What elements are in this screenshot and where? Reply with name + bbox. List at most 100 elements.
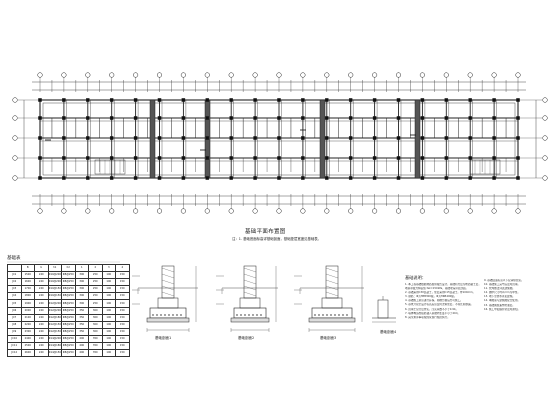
table-cell: 1600 (20, 278, 35, 287)
table-cell: 350 (88, 334, 103, 344)
table-cell: 100 (101, 299, 116, 308)
note-line: 15. 基础圈梁兼作防潮层。 (484, 303, 515, 307)
table-cell: Φ14@180 (47, 342, 62, 351)
note-line: 10. 基础施工完毕后及时回填。 (484, 283, 521, 287)
table-cell: JC7 (7, 313, 22, 322)
table-cell: Φ8@250 (61, 271, 76, 280)
table-cell: 300 (88, 313, 103, 322)
table-cell: 100 (101, 334, 116, 344)
table-cell: 400 (74, 349, 89, 358)
table-cell: 1800 (20, 292, 35, 301)
table-cell: 2500 (20, 342, 35, 351)
table-cell: JC12 (7, 349, 22, 358)
table-cell: JC2 (7, 278, 22, 287)
table-cell: 100 (101, 313, 116, 322)
table-cell: Φ8@250 (61, 306, 76, 315)
table-cell: 240 (34, 349, 49, 358)
table-cell: 300 (74, 292, 89, 301)
table-cell: 150 (115, 320, 130, 329)
table-cell: 150 (115, 285, 130, 294)
table-cell: 300 (74, 278, 89, 287)
table-cell: 400 (74, 334, 89, 344)
table-cell: 240 (34, 271, 49, 280)
table-cell: 350 (74, 313, 89, 322)
note-line: 2. 基础采用C30混凝土，垫层采用C15混凝土，厚100mm。 (405, 291, 476, 295)
table-cell: 240 (34, 285, 49, 294)
foundation-plan (12, 72, 548, 214)
table-cell: 240 (34, 292, 49, 301)
note-line: 12. 图中尺寸均以mm为单位。 (484, 291, 520, 295)
table-cell: Φ12@200 (47, 306, 62, 315)
table-title: 基础表 (7, 256, 21, 261)
table-cell: JC1 (7, 271, 22, 280)
table-cell: JC6 (7, 306, 22, 315)
section-label-2: 基础剖面2 (238, 336, 255, 340)
table-cell: 240 (34, 313, 49, 322)
section-label-1: 基础剖面1 (155, 336, 172, 340)
table-cell: Φ10@200 (47, 271, 62, 280)
table-cell: 150 (115, 306, 130, 315)
table-cell: 2 (88, 263, 103, 273)
table-cell: 250 (88, 299, 103, 308)
table-cell: 250 (88, 285, 103, 294)
table-cell: 150 (115, 313, 130, 322)
table-cell: JC11 (7, 342, 22, 351)
note-line: 8. 其余未详事项按国家现行规范执行。 (405, 315, 450, 319)
note-line: 11. 管沟做法详见建施图。 (484, 287, 515, 291)
table-cell: JC5 (7, 299, 22, 308)
table-cell: 350 (88, 349, 103, 358)
table-cell: 300 (88, 327, 103, 336)
section-details (132, 265, 396, 332)
note-line: 9. 基础底面标高以下应清除淤泥。 (484, 279, 524, 282)
table-cell: 100 (101, 292, 116, 301)
table-cell: 240 (34, 327, 49, 336)
table-cell: Φ8@250 (61, 313, 76, 322)
table-cell: 150 (115, 327, 130, 336)
table-cell: 350 (74, 320, 89, 329)
notes-column-2: 9. 基础底面标高以下应清除淤泥。10. 基础施工完毕后及时回填。11. 管沟做… (484, 279, 556, 312)
table-cell: 250 (88, 292, 103, 301)
table-cell: 300 (74, 271, 89, 280)
table-cell: Φ14@200 (47, 334, 62, 344)
note-line: 16. 施工中如遇异常及时通知。 (484, 307, 521, 311)
table-cell: 150 (115, 349, 130, 358)
table-cell: b (34, 263, 49, 273)
table-cell: Φ10@150 (47, 285, 62, 294)
table-cell: 300 (74, 285, 89, 294)
table-cell: 100 (101, 327, 116, 336)
table-cell (7, 263, 22, 273)
table-cell: 2100 (20, 313, 35, 322)
table-cell: 100 (101, 271, 116, 280)
table-cell: 100 (101, 349, 116, 358)
note-line: 6. 回填土应分层夯实，压实系数不小于0.94。 (405, 307, 459, 311)
table-cell: Φ8@250 (61, 342, 76, 351)
table-cell: JC9 (7, 327, 22, 336)
table-cell: h1 (47, 263, 62, 273)
note-line: 3. 钢筋：Φ为HPB300级，Φ为HRB400级。 (405, 295, 457, 299)
table-cell: Φ8@250 (61, 349, 76, 358)
table-cell: Φ8@250 (61, 285, 76, 294)
table-cell: 400 (74, 342, 89, 351)
note-line: 4. 基础施工前应进行钎探，验槽合格后方可施工。 (405, 299, 463, 303)
table-cell: Φ8@250 (61, 327, 76, 336)
table-cell: 4 (115, 263, 130, 273)
table-cell: JC3 (7, 285, 22, 294)
table-cell: h2 (61, 263, 76, 273)
table-cell: 150 (115, 299, 130, 308)
table-cell: JC8 (7, 320, 22, 329)
table-cell: JC4 (7, 292, 22, 301)
table-cell: 1700 (20, 285, 35, 294)
table-cell: Φ14@150 (47, 349, 62, 358)
table-cell: Φ8@250 (61, 320, 76, 329)
table-cell: 250 (88, 271, 103, 280)
section-label-4: 基础剖面4 (380, 330, 397, 334)
table-cell: 150 (115, 334, 130, 344)
table-cell: 300 (88, 320, 103, 329)
table-cell: 300 (74, 299, 89, 308)
table-cell: 1900 (20, 299, 35, 308)
